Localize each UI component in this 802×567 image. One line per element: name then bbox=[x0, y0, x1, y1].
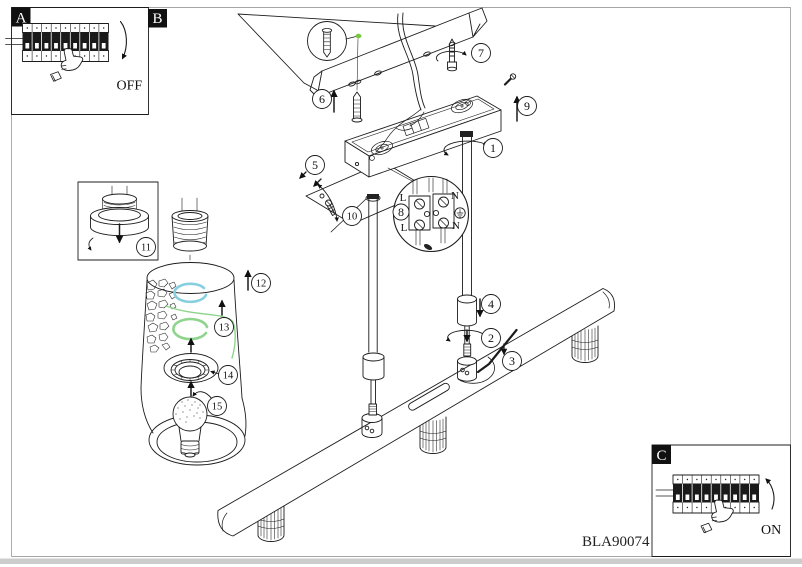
step9-screw bbox=[503, 73, 521, 122]
bar-slot bbox=[408, 382, 450, 411]
insert-arrow-icon bbox=[299, 171, 307, 179]
svg-text:10: 10 bbox=[347, 212, 358, 223]
panel-a-label-badge bbox=[11, 7, 31, 27]
ceiling-lines bbox=[237, 13, 436, 91]
rod-lower-right-steps bbox=[445, 294, 518, 384]
switch-down-arrow-icon bbox=[119, 20, 127, 60]
panel-c-label-badge bbox=[652, 445, 671, 464]
svg-text:4: 4 bbox=[488, 297, 494, 311]
rod-lower-left bbox=[362, 352, 385, 416]
svg-text:1: 1 bbox=[490, 141, 496, 155]
svg-text:14: 14 bbox=[223, 371, 234, 382]
terminal-label-live-top: L bbox=[400, 192, 407, 204]
rotate-arrow-icon bbox=[87, 237, 94, 251]
insert-arrow-icon bbox=[313, 178, 322, 187]
rod-fittings bbox=[361, 356, 477, 438]
terminal-label-live-bottom: L bbox=[401, 222, 408, 234]
allen-key-icon bbox=[476, 328, 518, 374]
cyan-highlight-ring bbox=[173, 282, 208, 304]
bulb-stipple bbox=[175, 399, 204, 423]
terminal-label-neutral-bottom: N bbox=[452, 220, 460, 232]
svg-text:15: 15 bbox=[212, 402, 223, 413]
callout-step-3: 3 bbox=[502, 351, 522, 371]
panel-c-breaker-on: C ON bbox=[651, 444, 791, 557]
svg-text:9: 9 bbox=[524, 99, 530, 113]
wall-plug-icon bbox=[351, 91, 363, 123]
svg-text:11: 11 bbox=[141, 243, 151, 254]
svg-text:13: 13 bbox=[219, 323, 230, 334]
rotate-arrow-icon bbox=[435, 50, 467, 62]
terminal-label-neutral-top: N bbox=[451, 190, 459, 202]
svg-text:2: 2 bbox=[488, 331, 494, 345]
glass-shade-cylinder bbox=[140, 262, 252, 399]
fixture-bar bbox=[217, 288, 615, 537]
canopy-wiring bbox=[369, 98, 473, 161]
step5-10-screw bbox=[299, 171, 367, 233]
green-highlight-ring bbox=[172, 317, 209, 341]
step7-screw bbox=[435, 38, 467, 72]
panel-b-main-diagram: B bbox=[77, 7, 650, 550]
svg-text:12: 12 bbox=[256, 279, 267, 290]
svg-text:6: 6 bbox=[319, 92, 325, 106]
callout-step-10: 10 bbox=[342, 206, 362, 226]
terminal-screws bbox=[414, 196, 449, 231]
drill-point-dot bbox=[355, 33, 362, 39]
panel-a-state-text: OFF bbox=[117, 79, 143, 94]
crackle-texture bbox=[145, 278, 178, 353]
svg-text:5: 5 bbox=[312, 158, 318, 172]
callout-step-7: 7 bbox=[471, 43, 491, 63]
panel-c-state-text: ON bbox=[761, 523, 781, 538]
wall-plug-icon bbox=[321, 28, 333, 58]
earth-ground-icon bbox=[454, 207, 466, 219]
terminal-block-detail: L N L N bbox=[392, 175, 470, 253]
supply-cable bbox=[397, 12, 426, 111]
suspension-rods bbox=[367, 131, 488, 353]
rotate-arrow-icon bbox=[445, 329, 484, 342]
insert-arrow-icon bbox=[192, 391, 213, 400]
canopy-junction-box bbox=[344, 95, 502, 183]
svg-text:7: 7 bbox=[478, 46, 484, 60]
green-swirl-arrow bbox=[165, 305, 236, 359]
callout-step-6: 6 bbox=[312, 89, 332, 109]
page-border bbox=[11, 7, 791, 557]
callout-step-12: 12 bbox=[251, 273, 271, 293]
callout-step-8: 8 bbox=[392, 203, 410, 221]
callout-step-9: 9 bbox=[517, 96, 537, 116]
callout-step-13: 13 bbox=[214, 317, 234, 337]
svg-text:8: 8 bbox=[398, 205, 404, 219]
callout-step-4: 4 bbox=[481, 294, 501, 314]
rotate-arrow-icon bbox=[443, 140, 488, 156]
shade-assembly bbox=[77, 181, 252, 466]
panel-b-label-badge bbox=[148, 9, 167, 28]
panel-c-label: C bbox=[656, 448, 666, 464]
scan-edge-strip bbox=[0, 558, 802, 564]
svg-text:3: 3 bbox=[509, 354, 515, 368]
shade-socket-ring bbox=[163, 337, 220, 397]
part-number: BLA90074 bbox=[582, 534, 650, 550]
callout-step-5: 5 bbox=[305, 155, 325, 175]
callout-step-2: 2 bbox=[481, 328, 501, 348]
wall-plug-detail-circle bbox=[307, 21, 362, 91]
panel-a-breaker-off: A OFF bbox=[5, 7, 149, 115]
callout-step-1: 1 bbox=[483, 138, 503, 158]
step6-anchor bbox=[330, 89, 363, 123]
threaded-ring bbox=[171, 197, 209, 265]
callout-step-14: 14 bbox=[218, 365, 238, 385]
socket-collar-detail bbox=[87, 185, 149, 251]
panel-a-label: A bbox=[16, 10, 27, 26]
step-callouts: 1 2 3 4 5 6 7 8 9 10 11 12 13 14 15 bbox=[136, 43, 537, 416]
panel-b-label: B bbox=[152, 11, 162, 27]
switch-up-arrow-icon bbox=[765, 478, 775, 510]
callout-step-11: 11 bbox=[136, 237, 156, 257]
callout-step-15: 15 bbox=[207, 396, 227, 416]
light-bulb bbox=[172, 391, 213, 458]
rotate-arrow-icon bbox=[317, 184, 339, 222]
